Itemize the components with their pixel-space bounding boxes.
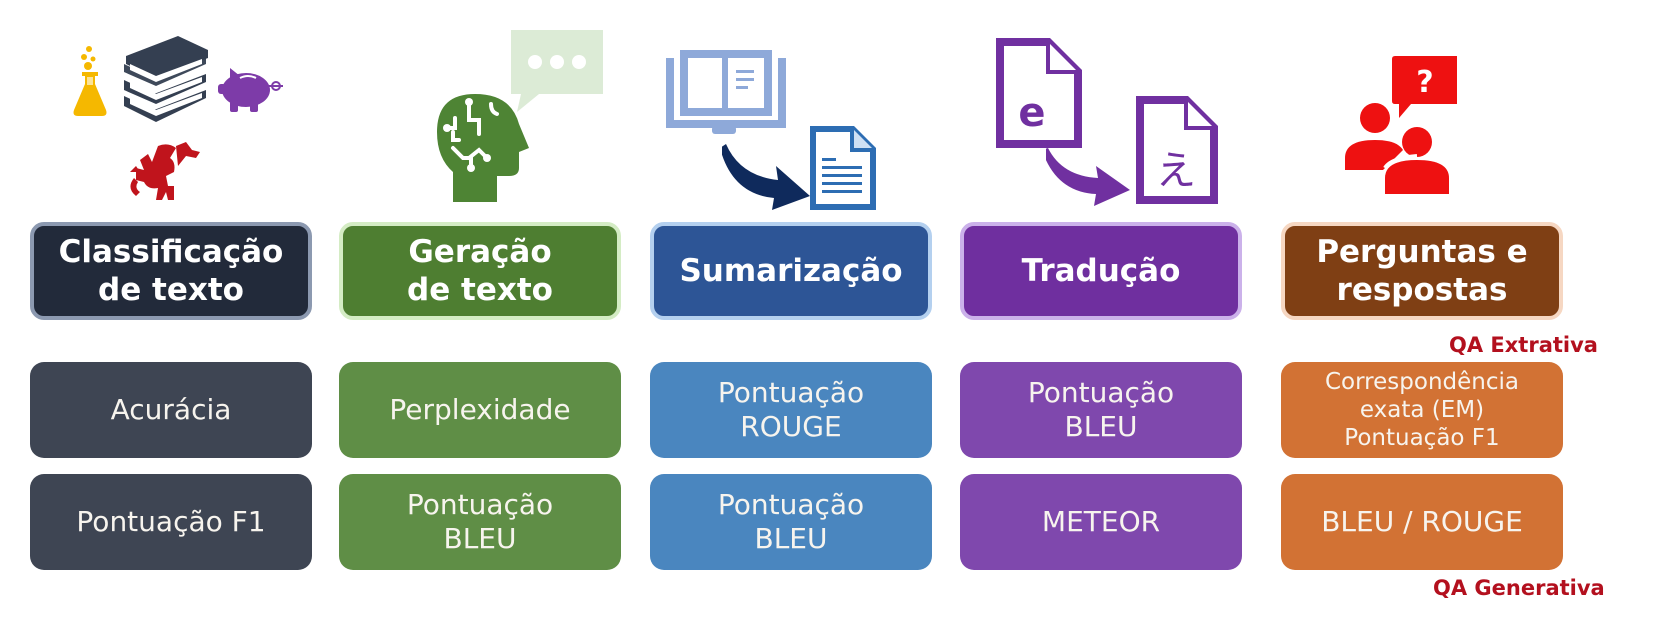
metric-label: Pontuação BLEU: [1027, 376, 1175, 443]
document-e-icon: e: [996, 38, 1082, 148]
metric-pontuacao-rouge: Pontuação ROUGE: [650, 362, 932, 458]
metric-meteor: METEOR: [960, 474, 1242, 570]
metric-correspondencia-exata-f1: Correspondência exata (EM) Pontuação F1: [1281, 362, 1563, 458]
ai-head-icon: [437, 94, 529, 202]
metric-label: Pontuação BLEU: [717, 488, 865, 555]
books-icon: [124, 36, 208, 122]
open-book-icon: [666, 50, 786, 134]
task-label: Tradução: [1021, 253, 1181, 289]
column-geracao: Geração de texto Perplexidade Pontuação …: [339, 0, 621, 640]
curved-arrow-icon: [722, 144, 810, 210]
svg-text:え: え: [1156, 148, 1196, 194]
task-label: Classificação de texto: [58, 234, 284, 308]
svg-text:?: ?: [1416, 65, 1433, 100]
metric-pontuacao-bleu: Pontuação BLEU: [650, 474, 932, 570]
metric-label: Acurácia: [110, 393, 232, 426]
qa-generativa-label: QA Generativa: [1433, 576, 1605, 600]
flask-icon: [73, 46, 107, 116]
metric-pontuacao-f1: Pontuação F1: [30, 474, 312, 570]
column-traducao: e え Tradução Pontuação BLEU METEOR: [960, 0, 1242, 640]
metric-label: Perplexidade: [389, 393, 571, 426]
metric-acuracia: Acurácia: [30, 362, 312, 458]
people-question-icon: ?: [1345, 56, 1457, 194]
metric-label: Pontuação BLEU: [406, 488, 554, 555]
task-geracao-de-texto: Geração de texto: [339, 222, 621, 320]
icon-group-sumarizacao: [650, 0, 932, 210]
icon-group-traducao: e え: [960, 0, 1242, 210]
metric-label: Correspondência exata (EM) Pontuação F1: [1325, 369, 1519, 451]
svg-text:e: e: [1018, 90, 1045, 136]
qa-extrativa-label: QA Extrativa: [1449, 333, 1598, 357]
task-label: Sumarização: [679, 253, 903, 289]
column-sumarizacao: Sumarização Pontuação ROUGE Pontuação BL…: [650, 0, 932, 640]
icon-group-geracao: [339, 0, 621, 210]
task-classificacao-de-texto: Classificação de texto: [30, 222, 312, 320]
document-icon: [810, 126, 876, 210]
metric-perplexidade: Perplexidade: [339, 362, 621, 458]
metric-pontuacao-bleu: Pontuação BLEU: [960, 362, 1242, 458]
metric-bleu-rouge: BLEU / ROUGE: [1281, 474, 1563, 570]
dragon-icon: [130, 142, 200, 200]
task-sumarizacao: Sumarização: [650, 222, 932, 320]
icon-group-classificacao: [30, 0, 312, 210]
icon-group-perguntas: ?: [1281, 0, 1563, 210]
column-classificacao: Classificação de texto Acurácia Pontuaçã…: [30, 0, 312, 640]
metric-pontuacao-bleu: Pontuação BLEU: [339, 474, 621, 570]
document-japanese-icon: え: [1136, 96, 1218, 204]
task-label: Geração de texto: [407, 234, 553, 308]
task-label: Perguntas e respostas: [1316, 234, 1528, 308]
metric-label: BLEU / ROUGE: [1321, 505, 1523, 538]
curved-arrow-icon: [1046, 148, 1130, 206]
task-perguntas-e-respostas: Perguntas e respostas: [1281, 222, 1563, 320]
metric-label: Pontuação ROUGE: [717, 376, 865, 443]
metric-label: METEOR: [1041, 505, 1161, 538]
speech-bubble-icon: [511, 30, 603, 112]
metric-label: Pontuação F1: [76, 505, 266, 538]
task-traducao: Tradução: [960, 222, 1242, 320]
column-perguntas: ? Perguntas e respostas QA Extrativa Cor…: [1281, 0, 1605, 640]
piggy-bank-icon: [218, 68, 283, 112]
